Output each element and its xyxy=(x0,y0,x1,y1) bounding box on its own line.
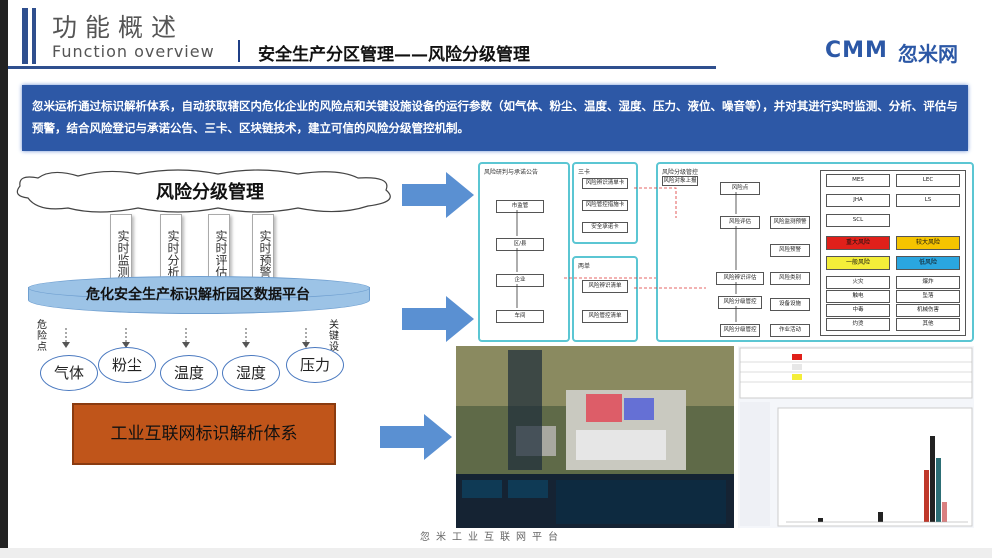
dotted-arrows xyxy=(62,328,310,348)
cloud-shape xyxy=(16,169,391,213)
type-cell: 爆炸 xyxy=(896,276,960,289)
flow-node: 风险对象上报 xyxy=(662,176,698,186)
danger-point-label: 危险点 xyxy=(37,320,47,353)
panel-title: 风险研判与承诺公告 xyxy=(484,169,539,176)
panel-risk-judgment: 风险研判与承诺公告 市监管 区/县 企业 车间 xyxy=(478,162,570,342)
industrial-identifier-system: 工业互联网标识解析体系 xyxy=(72,403,336,465)
type-cell: 机械伤害 xyxy=(896,304,960,317)
level-major: 重大风险 xyxy=(826,236,890,250)
brand-logo-mark: CMM xyxy=(825,38,888,63)
flow-node: 市监管 xyxy=(496,200,544,213)
header-underline xyxy=(8,66,716,69)
flow-node: 作业活动 xyxy=(770,324,810,337)
title-divider xyxy=(238,40,240,62)
method-cell: JHA xyxy=(826,194,890,207)
window-frame-left xyxy=(0,0,8,558)
arrow-right-icon xyxy=(402,296,474,342)
panel-three-cards: 三卡 风险辨识清单卡 风险管控措施卡 安全承诺卡 xyxy=(572,162,638,244)
flow-node: 风险辨识清单 xyxy=(582,280,628,293)
method-cell: MES xyxy=(826,174,890,187)
method-grid xyxy=(820,170,966,336)
flow-node: 风险评估 xyxy=(720,216,760,229)
platform-label: 危化安全生产标识解析园区数据平台 xyxy=(86,287,310,303)
description-text: 忽米运析通过标识解析体系，自动获取辖区内危化企业的风险点和关键设施设备的运行参数… xyxy=(32,99,958,135)
risk-management-title: 风险分级管理 xyxy=(156,182,264,203)
section-subtitle: 安全生产分区管理——风险分级管理 xyxy=(258,45,530,65)
type-cell: 火灾 xyxy=(826,276,890,289)
risk-flow-diagram: 风险研判与承诺公告 市监管 区/县 企业 车间 三卡 风险辨识清单卡 风险管控措… xyxy=(476,158,974,342)
param-humidity: 湿度 xyxy=(222,355,280,391)
flow-node: 区/县 xyxy=(496,238,544,251)
flow-node: 车间 xyxy=(496,310,544,323)
type-cell: 中毒 xyxy=(826,304,890,317)
flow-node: 风险监测预警 xyxy=(770,216,810,229)
flow-node: 风险预警 xyxy=(770,244,810,257)
level-large: 较大风险 xyxy=(896,236,960,250)
flow-node: 企业 xyxy=(496,274,544,287)
page-title-english: Function overview xyxy=(52,42,215,61)
method-cell: LS xyxy=(896,194,960,207)
param-temperature: 温度 xyxy=(160,355,218,391)
footer-platform-name: 忽米工业互联网平台 xyxy=(420,532,564,543)
level-low: 低风险 xyxy=(896,256,960,270)
page-title: 功能概述 xyxy=(52,13,185,42)
type-cell: 其他 xyxy=(896,318,960,331)
key-facility-label: 关键设 xyxy=(329,320,339,353)
arrow-right-icon xyxy=(402,172,474,218)
risk-table-and-chart xyxy=(739,347,973,527)
brand-logo-text: 忽米网 xyxy=(898,42,958,66)
panel-title: 两单 xyxy=(578,263,591,270)
realtime-warning-box: 实时预警 xyxy=(252,214,274,294)
flow-node: 风险分级管控 xyxy=(718,296,762,309)
risk-data-panel[interactable] xyxy=(738,346,974,528)
param-gas: 气体 xyxy=(40,355,98,391)
header-accent-bar-thin xyxy=(32,8,36,64)
realtime-evaluate-box: 实时评估 xyxy=(208,214,230,294)
type-cell: 灼烫 xyxy=(826,318,890,331)
flow-node: 设备设施 xyxy=(770,298,810,311)
flow-node: 风险辨识评估 xyxy=(716,272,764,285)
header-accent-bar xyxy=(22,8,28,64)
flow-node: 风险点 xyxy=(720,182,760,195)
map-scene xyxy=(456,346,734,528)
description-banner: 忽米运析通过标识解析体系，自动获取辖区内危化企业的风险点和关键设施设备的运行参数… xyxy=(22,85,968,151)
flow-node: 安全承诺卡 xyxy=(582,222,628,233)
panel-two-lists: 两单 风险辨识清单 风险管控清单 xyxy=(572,256,638,342)
arrow-right-icon xyxy=(380,414,452,460)
platform-cylinder-top xyxy=(28,276,370,300)
panel-risk-grading: 风险分级管控 风险对象上报 风险点 风险评估 风险辨识评估 风险分级管控 风险分… xyxy=(656,162,974,342)
window-frame-bottom xyxy=(0,548,992,558)
flow-node: 风险辨识清单卡 xyxy=(582,178,628,189)
param-dust: 粉尘 xyxy=(98,347,156,383)
plant-3d-map[interactable] xyxy=(456,346,734,528)
flow-node: 风险管控清单 xyxy=(582,310,628,323)
level-general: 一般风险 xyxy=(826,256,890,270)
flow-node: 风险类别 xyxy=(770,272,810,285)
method-cell: LEC xyxy=(896,174,960,187)
param-pressure: 压力 xyxy=(286,347,344,383)
type-cell: 触电 xyxy=(826,290,890,303)
method-cell: SCL xyxy=(826,214,890,227)
type-cell: 坠落 xyxy=(896,290,960,303)
panel-title: 风险分级管控 xyxy=(662,169,699,176)
flow-node: 风险分级管控 xyxy=(720,324,760,337)
panel-title: 三卡 xyxy=(578,169,591,176)
flow-node: 风险管控措施卡 xyxy=(582,200,628,211)
realtime-analysis-box: 实时分析 xyxy=(160,214,182,294)
